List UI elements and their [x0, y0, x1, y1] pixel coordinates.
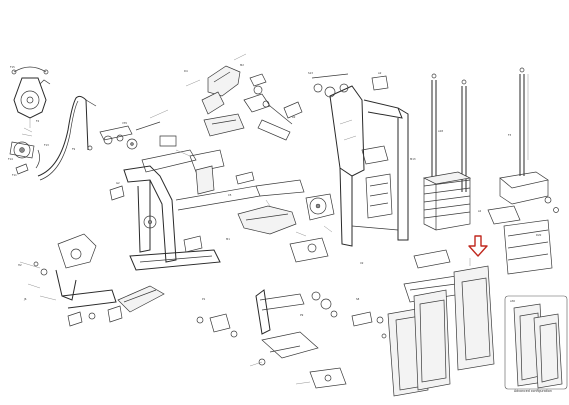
part-label: M1 — [226, 237, 230, 241]
part-label: L6 — [478, 209, 481, 213]
part-label: C5 — [228, 193, 232, 197]
part-label: S13 — [308, 71, 313, 75]
part-label: D20 — [536, 233, 542, 237]
part-label: F14 — [8, 157, 13, 161]
part-label: X2 — [360, 261, 364, 265]
part-label: A2 — [378, 71, 382, 75]
part-label: A30 — [510, 299, 515, 303]
highlight-arrow — [468, 235, 488, 257]
part-labels: F15 F4 F14 F13 F11 F9 V35 D4 M2 R2 S13 A… — [8, 63, 552, 393]
weight-stack — [422, 171, 472, 231]
part-label: R2 — [292, 115, 296, 119]
part-label: F3 — [508, 133, 511, 137]
part-label: F15 — [10, 65, 15, 69]
weight-stack-guide-rods — [431, 67, 529, 192]
rear-guide-frame — [311, 73, 409, 247]
lower-arm-and-handle — [19, 233, 165, 327]
part-label: D4 — [184, 69, 188, 73]
advanced-configuration-inset — [504, 295, 568, 390]
cable-pulley-assembly — [9, 66, 97, 181]
part-label: F11 — [12, 173, 17, 177]
part-label: P1 — [202, 297, 206, 301]
inset-caption: Advanced configuration — [514, 389, 552, 393]
upper-frame-hardware — [99, 109, 197, 173]
part-label: M2 — [240, 63, 244, 67]
pedal-crank-assembly — [289, 193, 335, 263]
seat-cushion — [237, 199, 297, 235]
top-plate-and-selector — [487, 171, 559, 275]
part-label: H2 — [18, 263, 22, 267]
part-label: M13 — [410, 157, 416, 161]
part-label: S8 — [356, 297, 360, 301]
main-frame — [109, 149, 305, 271]
part-label: A18 — [438, 129, 443, 133]
seat-and-backrest-parts — [185, 53, 303, 141]
lower-drive-assembly — [196, 289, 387, 389]
part-label: F13 — [44, 143, 49, 147]
rear-shroud-panels — [387, 249, 495, 397]
part-label: J6 — [23, 297, 27, 301]
part-label: F4 — [36, 119, 39, 123]
part-label: G2 — [116, 181, 120, 185]
part-label: P9 — [300, 313, 304, 317]
part-label: V35 — [122, 121, 127, 125]
part-label: F9 — [72, 147, 75, 151]
